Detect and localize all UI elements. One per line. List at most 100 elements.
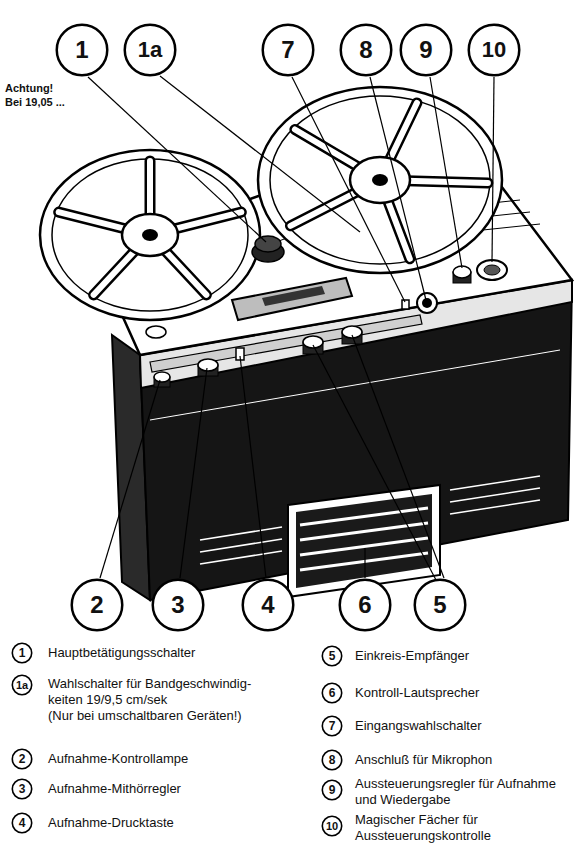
grille-slat [300, 523, 428, 540]
reel-hub [350, 157, 410, 203]
mic-socket [417, 293, 437, 313]
callout-circle: 1a [123, 23, 177, 77]
callout-number: 10 [321, 815, 343, 837]
reel-rim [52, 159, 248, 311]
knob [198, 359, 218, 371]
callout-number: 5 [321, 645, 343, 667]
callout-number: 8 [321, 749, 343, 771]
leader-line [492, 77, 494, 262]
callout-number: 5 [413, 578, 467, 632]
mic-socket [422, 298, 432, 308]
reel-spoke [59, 161, 242, 295]
callout-number: 1a [11, 674, 33, 696]
callout-circle: 4 [11, 812, 33, 834]
leader-line [352, 335, 444, 578]
reel-spindle [142, 229, 158, 241]
part-name: Anschluß für Mikrophon [355, 752, 580, 768]
callout-circle: 6 [321, 682, 343, 704]
leader-line [364, 548, 365, 578]
note-text: Bei 19,05 ... [5, 95, 95, 109]
trim-line [200, 527, 282, 540]
callout-number: 10 [467, 23, 521, 77]
front-bar [150, 315, 422, 372]
part-name: Hauptbetätigungsschalter [48, 645, 298, 661]
trim-line [450, 500, 540, 514]
callout-circle: 2 [70, 578, 124, 632]
callout-number: 6 [338, 578, 392, 632]
input-selector [402, 300, 409, 309]
callout-number: 2 [11, 748, 33, 770]
callout-number: 1 [11, 642, 33, 664]
part-name: Aufnahme-Kontrollampe [48, 751, 298, 767]
note-text: Achtung! [5, 81, 95, 95]
part-name: Eingangswahlschalter [355, 718, 580, 734]
grille-slat [300, 538, 428, 555]
reel-hub [122, 214, 178, 256]
callout-circle: 4 [241, 578, 295, 632]
part-name: Aufnahme-Mithörregler [48, 781, 298, 797]
leader-lines [88, 76, 494, 580]
callout-number: 3 [151, 578, 205, 632]
callout-circle: 3 [11, 778, 33, 800]
trim-line [150, 350, 560, 420]
callout-circle: 1 [55, 23, 109, 77]
callout-number: 8 [339, 23, 393, 77]
trim-line [450, 476, 540, 490]
callout-circle: 7 [261, 23, 315, 77]
leader-line [180, 368, 207, 578]
part-name: Aussteuerungsregler für Aufnahme und Wie… [355, 776, 580, 808]
leader-line [313, 345, 436, 580]
leader-line [430, 77, 462, 268]
callout-number: 7 [321, 715, 343, 737]
part-name: Einkreis-Empfänger [355, 648, 580, 664]
reel-spoke [291, 103, 488, 259]
knob [146, 326, 166, 338]
callout-circle: 9 [399, 23, 453, 77]
callout-circle: 8 [321, 749, 343, 771]
callout-number: 4 [11, 812, 33, 834]
grille-slat [300, 508, 428, 525]
part-name: Aufnahme-Drucktaste [48, 815, 298, 831]
callout-number: 6 [321, 682, 343, 704]
callout-circle: 8 [339, 23, 393, 77]
callout-circle: 1 [11, 642, 33, 664]
magic-eye [477, 260, 507, 280]
leader-line [88, 77, 266, 242]
magic-eye [484, 265, 500, 275]
callout-circle: 10 [467, 23, 521, 77]
callout-number: 1a [123, 23, 177, 77]
head-cover [232, 278, 352, 320]
callout-circle: 10 [321, 815, 343, 837]
callout-number: 9 [321, 779, 343, 801]
trim-line [450, 488, 540, 502]
part-name: Kontroll-Lautsprecher [355, 685, 580, 701]
record-lamp [154, 372, 170, 382]
callout-number: 4 [241, 578, 295, 632]
head-slot [262, 286, 325, 306]
grille-opening [296, 494, 432, 588]
callout-number: 1 [55, 23, 109, 77]
leader-line [240, 356, 266, 578]
callout-number: 3 [11, 778, 33, 800]
part-name: (Nur bei umschaltbaren Geräten!) [48, 708, 308, 724]
trim-line [200, 551, 282, 564]
leader-line [370, 77, 426, 300]
reel-spoke [291, 103, 488, 259]
main-switch [255, 236, 281, 252]
callout-circle: 2 [11, 748, 33, 770]
callout-circle: 5 [321, 645, 343, 667]
part-name: Wahlschalter für Bandgeschwindig- keiten… [48, 676, 286, 708]
leader-line [100, 380, 160, 578]
callout-circle: 5 [413, 578, 467, 632]
trim-line [200, 539, 282, 552]
callout-circle: 3 [151, 578, 205, 632]
callout-number: 9 [399, 23, 453, 77]
callout-circle: 9 [321, 779, 343, 801]
callout-circle: 1a [11, 674, 33, 696]
reel-spindle [372, 174, 388, 186]
callout-circle: 7 [321, 715, 343, 737]
callout-number: 2 [70, 578, 124, 632]
tape-reel [40, 150, 260, 320]
